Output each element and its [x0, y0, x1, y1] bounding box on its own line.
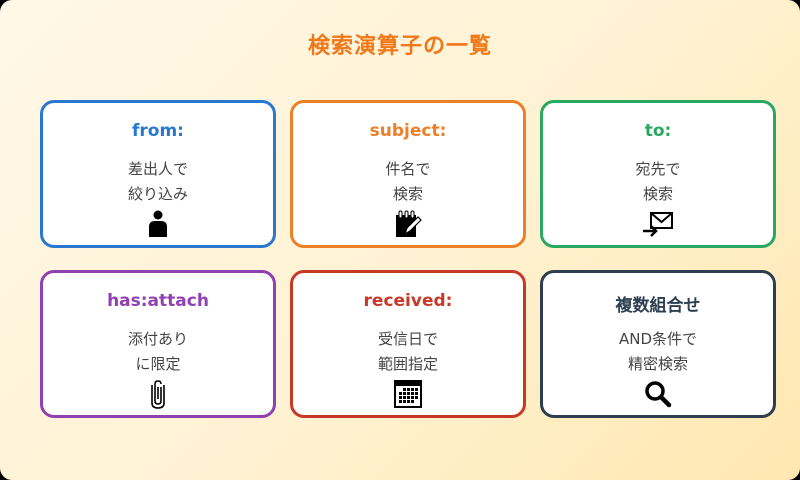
description-line: 添付あり [127, 330, 188, 348]
card-to: to: 宛先で 検索 [540, 100, 776, 248]
description-line: 精密検索 [627, 355, 688, 373]
description-line: AND条件で [618, 330, 698, 348]
card-has-attach: has:attach 添付あり に限定 [40, 270, 276, 418]
notepad-pencil-icon [392, 209, 424, 239]
operator-label: from: [132, 121, 184, 141]
operator-label: has:attach [107, 291, 209, 311]
description-line: 受信日で [377, 330, 438, 348]
operator-description: 受信日で 範囲指定 [293, 327, 523, 377]
description-line: 絞り込み [127, 185, 188, 203]
description-line: 差出人で [127, 160, 188, 178]
operator-label: 複数組合せ [615, 296, 701, 316]
paperclip-icon [142, 379, 174, 409]
description-line: 範囲指定 [377, 355, 438, 373]
description-line: 件名で [385, 160, 431, 178]
operator-label: subject: [369, 121, 447, 141]
operator-description: AND条件で 精密検索 [543, 327, 773, 377]
description-line: 検索 [642, 185, 673, 203]
mail-arrow-icon [642, 209, 674, 239]
card-from: from: 差出人で 絞り込み [40, 100, 276, 248]
operator-label: received: [363, 291, 453, 311]
calendar-icon [392, 379, 424, 409]
card-combined: 複数組合せ AND条件で 精密検索 [540, 270, 776, 418]
diagram-title: 検索演算子の一覧 [307, 34, 492, 59]
magnifier-icon [642, 379, 674, 409]
description-line: 検索 [392, 185, 423, 203]
card-subject: subject: 件名で 検索 [290, 100, 526, 248]
person-icon [142, 209, 174, 239]
card-received: received: 受信日で 範囲指定 [290, 270, 526, 418]
operator-description: 差出人で 絞り込み [43, 157, 273, 207]
operator-description: 宛先で 検索 [543, 157, 773, 207]
operator-description: 添付あり に限定 [43, 327, 273, 377]
operator-description: 件名で 検索 [293, 157, 523, 207]
description-line: 宛先で [635, 160, 681, 178]
operator-label: to: [644, 121, 672, 141]
description-line: に限定 [135, 355, 181, 373]
